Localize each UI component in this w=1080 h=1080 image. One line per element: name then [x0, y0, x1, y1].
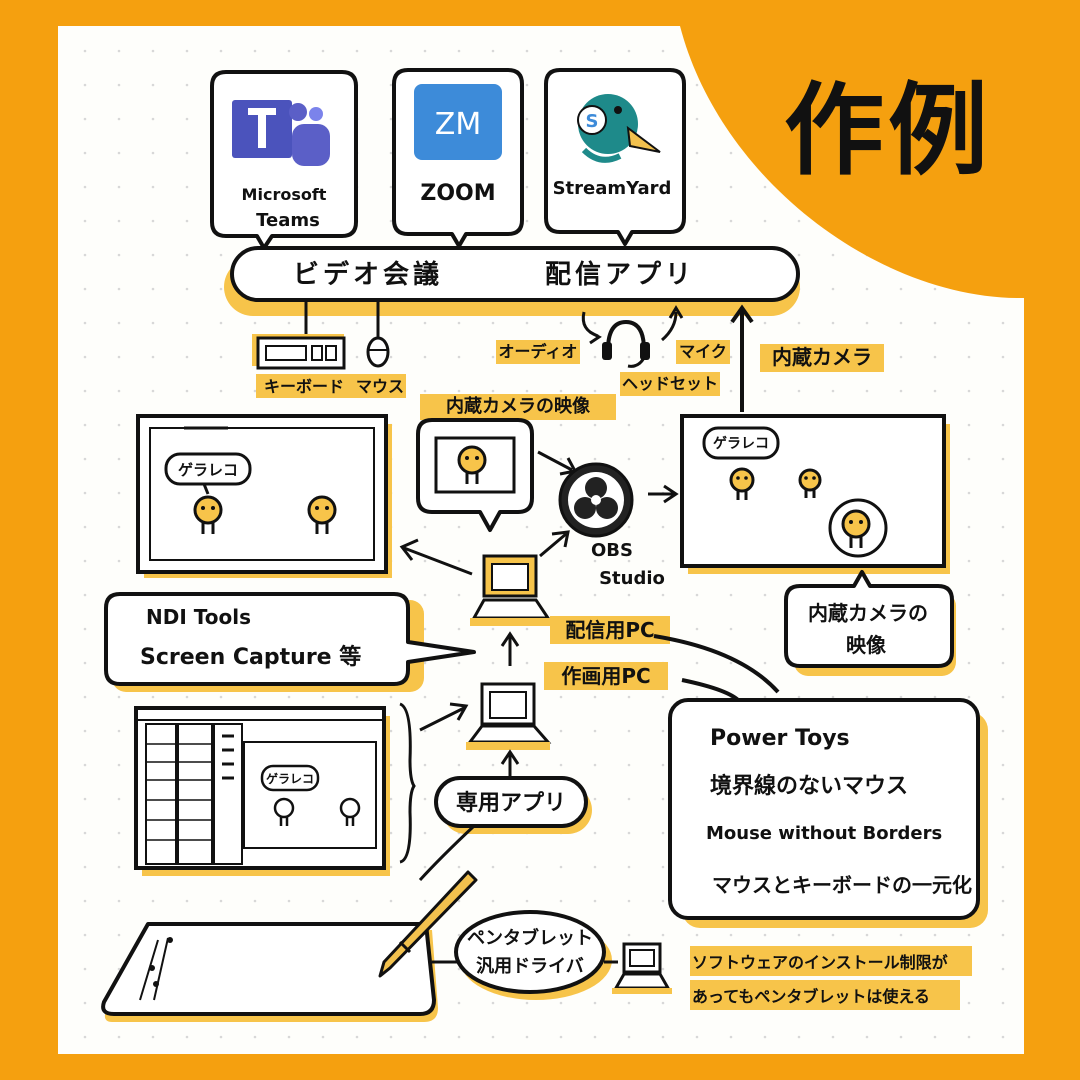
output-camera-note: 内蔵カメラの 映像 — [784, 570, 956, 676]
mic-label: マイク — [679, 342, 727, 361]
drawing-laptop-icon — [466, 682, 552, 750]
zoom-icon-text: ZM — [435, 107, 481, 142]
dedicated-app-bubble: 専用アプリ — [434, 776, 592, 834]
teams-line1: Microsoft — [242, 185, 327, 204]
powertoys-line2: 境界線のないマウス — [710, 773, 908, 799]
drawing-screen-bubble: ゲラレコ — [266, 771, 314, 786]
bottom-note-line2: あってもペンタブレットは使える — [692, 987, 930, 1006]
headset-label: ヘッドセット — [622, 374, 718, 393]
output-screen-bubble: ゲラレコ — [713, 435, 769, 452]
character-face-icon — [729, 467, 755, 500]
small-laptop-icon — [612, 942, 672, 994]
streamyard-label: StreamYard — [553, 178, 672, 199]
output-camera-line2: 映像 — [846, 633, 887, 657]
mouse-icon — [366, 300, 390, 368]
keyboard-icon — [252, 300, 346, 370]
apps-bar-left: ビデオ会議 — [293, 259, 443, 290]
character-face-icon — [798, 468, 822, 498]
arrow-to-drawing-laptop — [419, 702, 469, 732]
zoom-label: ZOOM — [420, 181, 495, 206]
output-camera-line1: 内蔵カメラの — [808, 601, 928, 625]
monitor-bracket — [399, 702, 416, 864]
character-face-icon — [841, 509, 871, 548]
camera-feed-label: 内蔵カメラの映像 — [446, 395, 591, 417]
left-monitor: ゲラレコ — [136, 414, 392, 578]
zoom-logo-icon: ZM — [414, 84, 502, 160]
teams-bubble: Microsoft Teams — [210, 70, 358, 250]
arrow-to-left-monitor — [399, 538, 473, 576]
camera-up-arrow — [730, 304, 754, 412]
streaming-laptop-icon — [470, 554, 551, 626]
bottom-note-line1: ソフトウェアのインストール制限が — [692, 953, 948, 972]
output-monitor: ゲラレコ — [680, 414, 950, 574]
teams-logo-icon — [232, 100, 330, 166]
streamyard-duck-logo-icon: S — [577, 94, 661, 163]
svg-text:S: S — [586, 111, 599, 132]
powertoys-line3: Mouse without Borders — [706, 823, 942, 844]
ndi-line2: Screen Capture 等 — [140, 644, 361, 670]
arrow-app-to-laptop — [500, 749, 520, 776]
headset-icon — [602, 319, 650, 368]
obs-line1: OBS — [591, 540, 633, 561]
corner-label: 作例 — [784, 72, 992, 189]
arrow-drawing-to-streaming — [500, 631, 520, 666]
streamyard-bubble: S StreamYard — [544, 68, 686, 246]
stylus-pen-icon — [378, 870, 478, 978]
tablet-driver-line1: ペンタブレット — [467, 927, 593, 949]
powertoys-line1: Power Toys — [710, 726, 850, 751]
camera-feed-bubble — [416, 418, 534, 532]
builtin-camera-label: 内蔵カメラ — [772, 345, 872, 369]
obs-line2: Studio — [599, 568, 665, 589]
audio-label: オーディオ — [499, 342, 578, 361]
zoom-bubble: ZM ZOOM — [392, 68, 524, 248]
drawing-app-monitor: ゲラレコ — [134, 706, 390, 876]
dedicated-app-label: 専用アプリ — [456, 791, 566, 816]
ndi-line1: NDI Tools — [146, 605, 251, 629]
arrow-to-obs — [539, 530, 570, 558]
character-face-icon — [273, 797, 295, 826]
keyboard-label: キーボード — [264, 377, 344, 396]
obs-logo-icon — [558, 462, 634, 538]
streaming-pc-label: 配信用PC — [565, 618, 654, 642]
connector-app-to-pen — [418, 824, 476, 882]
drawing-pc-label: 作画用PC — [561, 664, 650, 688]
left-screen-bubble: ゲラレコ — [178, 461, 238, 479]
character-face-icon — [307, 495, 337, 534]
arrow-obs-to-output — [648, 484, 679, 504]
teams-line2: Teams — [256, 210, 320, 231]
ndi-note: NDI Tools Screen Capture 等 — [104, 592, 476, 692]
powertoys-note: Power Toys 境界線のないマウス Mouse without Borde… — [653, 634, 988, 928]
character-face-icon — [457, 445, 487, 484]
tablet-driver-line2: 汎用ドライバ — [476, 955, 584, 977]
powertoys-line4: マウスとキーボードの一元化 — [712, 873, 972, 897]
apps-bar-right: 配信アプリ — [545, 260, 695, 290]
mouse-label: マウス — [356, 377, 404, 396]
character-face-icon — [193, 495, 223, 534]
apps-bar: ビデオ会議 配信アプリ — [224, 246, 800, 316]
character-face-icon — [339, 797, 361, 826]
pen-tablet-icon — [101, 922, 438, 1022]
tablet-driver-bubble: ペンタブレット 汎用ドライバ — [454, 910, 612, 1000]
